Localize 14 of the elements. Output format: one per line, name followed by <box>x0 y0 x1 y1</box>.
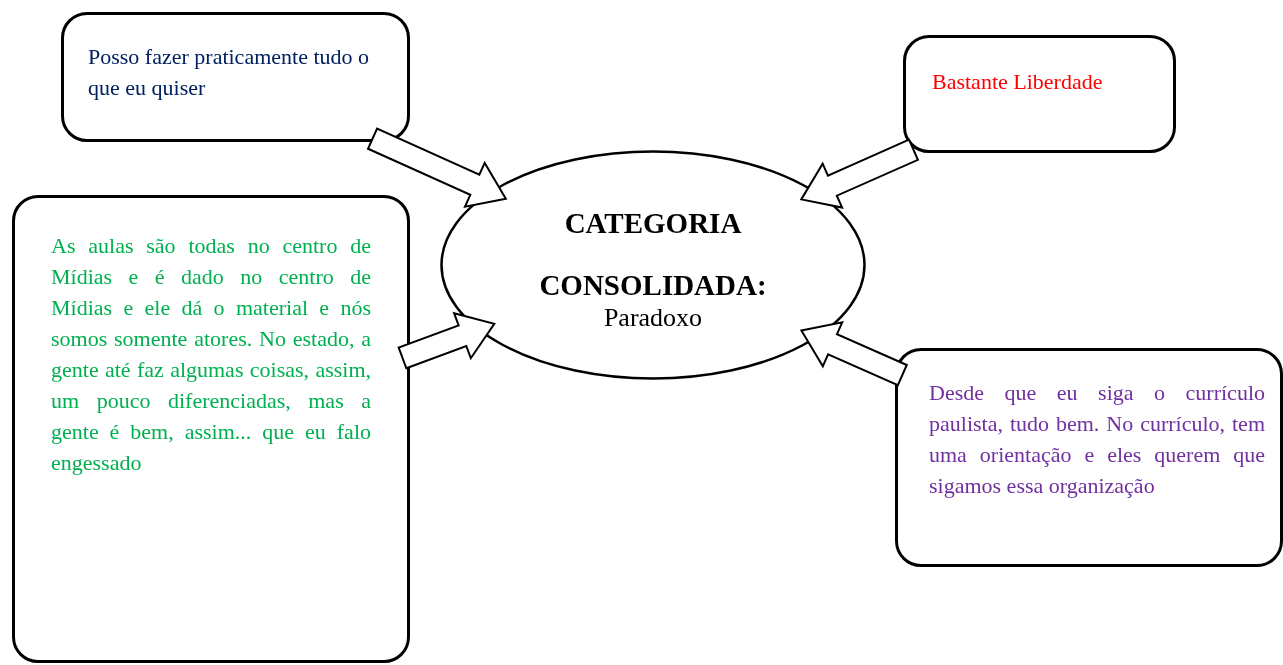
category-name: Paradoxo <box>602 302 704 333</box>
quote-text: Desde que eu siga o currículo paulista, tudo bem. No currículo, tem uma orientação e eles querem que sigamos essa organização <box>929 379 1265 500</box>
category-heading: CATEGORIA CONSOLIDADA: <box>538 206 768 303</box>
quote-text: As aulas são todas no centro de Mídias e é dado no centro de Mídias e ele dá o material e nós somos somente atores. No estado, a gente até faz algumas coisas, assim, um pouco diferenciadas, mas a gente é bem, assim... que eu falo engessado <box>51 232 371 477</box>
quote-box <box>12 195 410 663</box>
block-arrow <box>799 320 909 387</box>
quote-text: Bastante Liberdade <box>932 68 1104 96</box>
quote-box <box>895 348 1283 567</box>
block-arrow <box>397 311 496 370</box>
category-ellipse <box>440 150 866 380</box>
block-arrow <box>799 138 920 209</box>
quote-text: Posso fazer praticamente tudo o que eu quiser <box>88 43 370 102</box>
quote-box <box>903 35 1176 153</box>
block-arrow <box>366 127 508 208</box>
